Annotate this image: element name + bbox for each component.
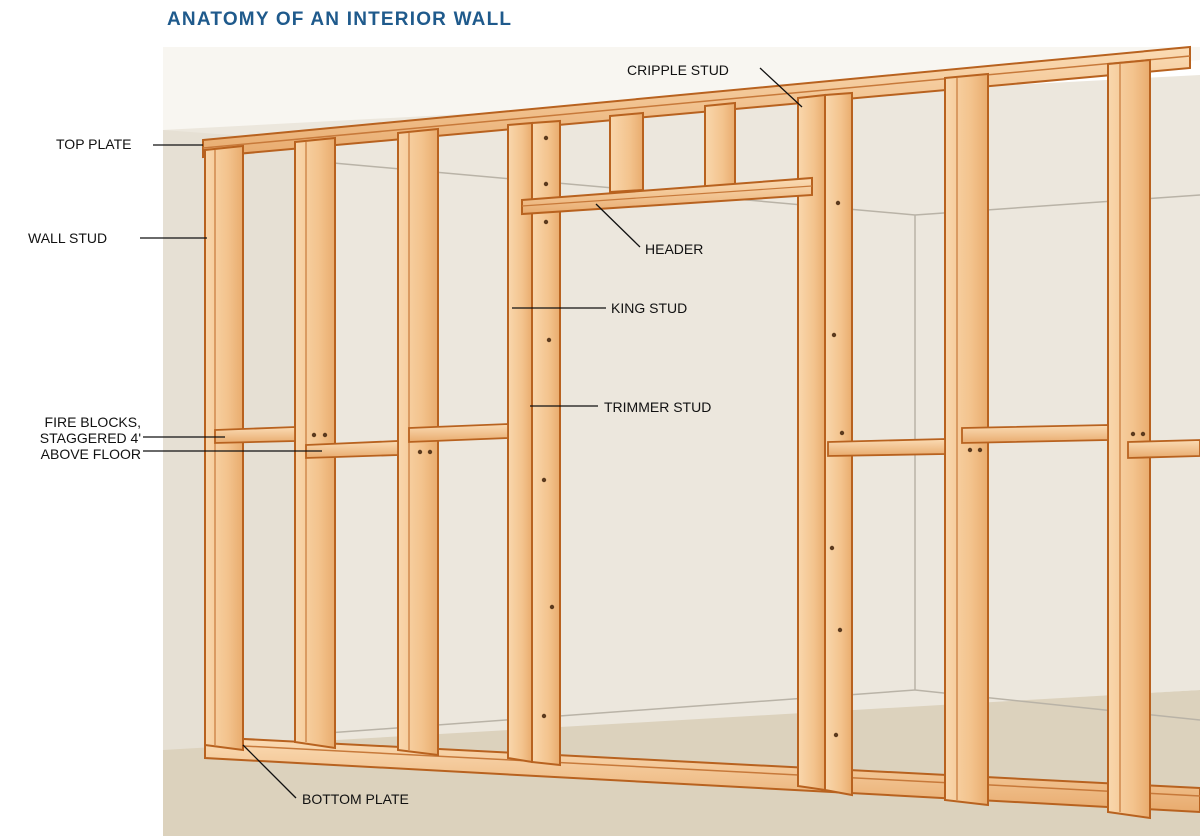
- fire-blocks: [214, 423, 1200, 459]
- door-framing: [507, 91, 853, 797]
- label-trimmer-stud: TRIMMER STUD: [604, 399, 712, 415]
- cripple-stud: [609, 111, 644, 194]
- label-cripple-stud: CRIPPLE STUD: [627, 62, 729, 78]
- trimmer-stud-right: [797, 93, 826, 792]
- leader-header: [595, 203, 641, 248]
- label-fire-blocks-line3: ABOVE FLOOR: [40, 446, 141, 462]
- label-bottom-plate: BOTTOM PLATE: [302, 791, 409, 807]
- fire-block: [408, 423, 509, 443]
- stud-edges: [214, 64, 1121, 812]
- king-stud-left: [507, 121, 533, 764]
- top-plate: [202, 45, 1191, 159]
- leader-cripple-stud: [759, 67, 803, 108]
- label-fire-blocks: FIRE BLOCKS, STAGGERED 4' ABOVE FLOOR: [8, 414, 141, 462]
- diagram-title: ANATOMY OF AN INTERIOR WALL: [167, 9, 513, 30]
- label-king-stud: KING STUD: [611, 300, 688, 316]
- fire-block: [961, 424, 1109, 444]
- fire-block: [1127, 439, 1200, 459]
- nail-dots: [311, 135, 1146, 738]
- fire-block: [827, 438, 946, 457]
- label-fire-blocks-line1: FIRE BLOCKS,: [44, 414, 141, 430]
- trimmer-stud-left: [531, 119, 561, 767]
- leader-lines: [140, 67, 803, 799]
- label-header: HEADER: [645, 241, 704, 257]
- wall-stud: [1107, 58, 1151, 820]
- label-wall-stud: WALL STUD: [28, 230, 108, 246]
- leader-bottom-plate: [242, 744, 297, 799]
- fire-block: [305, 440, 399, 459]
- wall-stud: [204, 144, 244, 752]
- header: [521, 176, 813, 216]
- cripple-stud: [704, 101, 736, 190]
- wall-stud: [294, 136, 336, 750]
- label-top-plate: TOP PLATE: [56, 136, 132, 152]
- fire-block: [214, 426, 296, 444]
- label-fire-blocks-line2: STAGGERED 4': [39, 430, 141, 446]
